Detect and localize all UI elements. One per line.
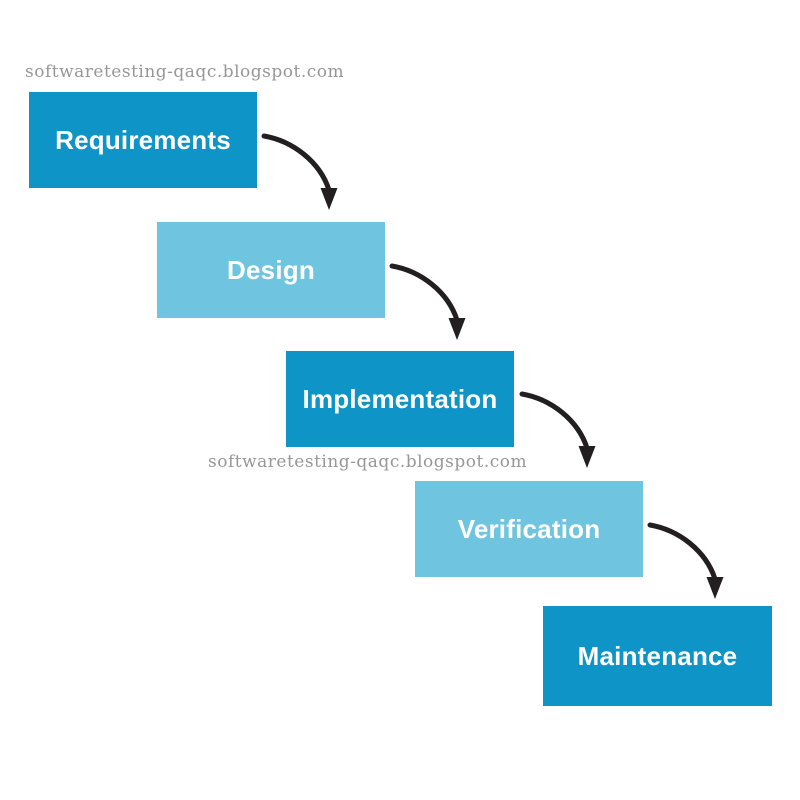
phase-label-maintenance: Maintenance — [577, 640, 738, 671]
phase-label-design: Design — [227, 254, 315, 285]
phase-box-design: Design — [157, 222, 385, 318]
phase-label-verification: Verification — [457, 513, 601, 544]
curved-arrow-icon-verification-to-maintenance — [647, 522, 724, 599]
phase-box-requirements: Requirements — [29, 92, 257, 188]
phase-box-maintenance: Maintenance — [543, 606, 772, 706]
phase-label-implementation: Implementation — [302, 383, 498, 414]
phase-box-verification: Verification — [415, 481, 643, 577]
watermark-top: softwaretesting-qaqc.blogspot.com — [25, 62, 345, 82]
curved-arrow-icon-design-to-implementation — [389, 263, 466, 340]
phase-box-implementation: Implementation — [286, 351, 514, 447]
watermark-middle: softwaretesting-qaqc.blogspot.com — [208, 452, 528, 472]
curved-arrow-icon-implementation-to-verification — [519, 391, 596, 468]
curved-arrow-icon-requirements-to-design — [261, 133, 338, 210]
phase-label-requirements: Requirements — [55, 124, 231, 155]
